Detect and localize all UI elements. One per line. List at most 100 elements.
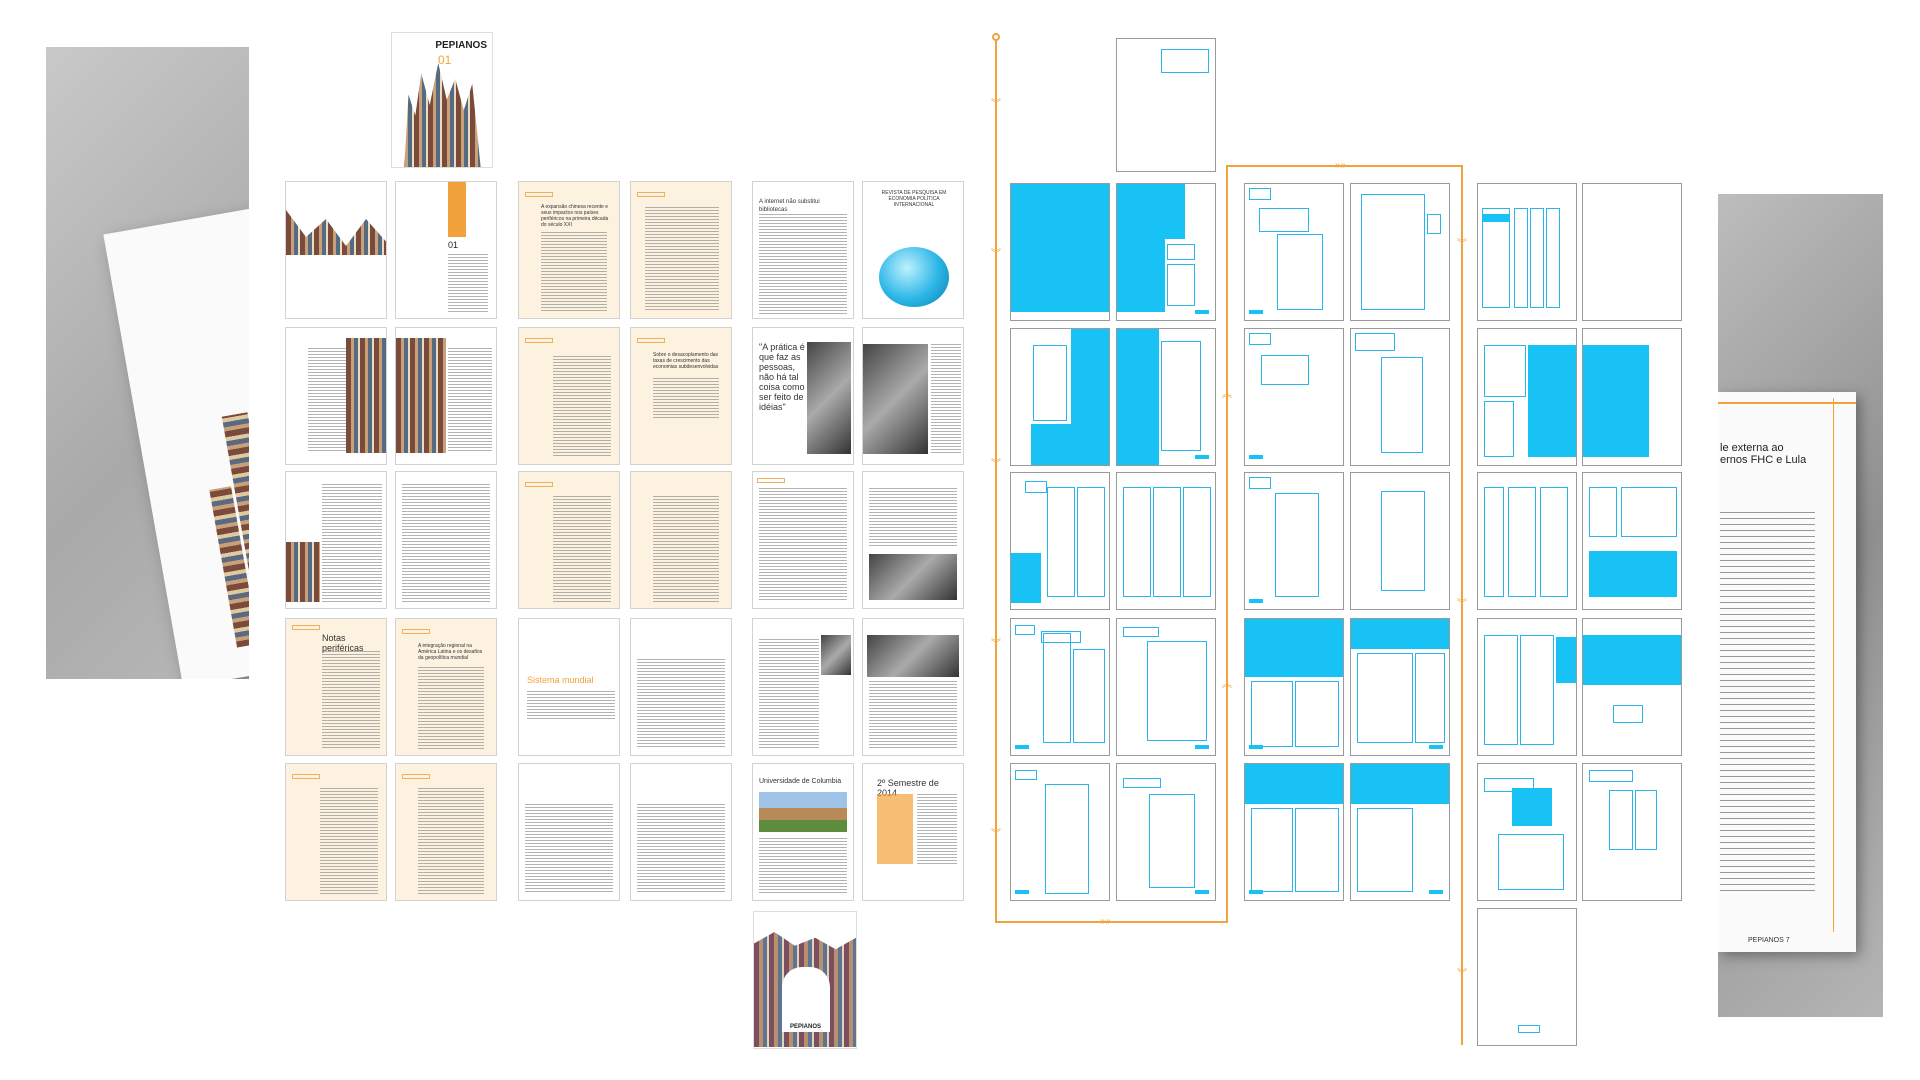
page-thumb[interactable] [395, 763, 497, 901]
text-box [1381, 357, 1423, 453]
wireframe-page[interactable] [1244, 328, 1344, 466]
text-box [1123, 487, 1151, 597]
flow-line [1226, 165, 1462, 167]
page-thumb[interactable] [752, 471, 854, 609]
section-tag [402, 774, 430, 779]
page-thumb[interactable] [518, 471, 620, 609]
wireframe-back-cover[interactable] [1477, 908, 1577, 1046]
wireframe-page[interactable] [1010, 763, 1110, 901]
page-thumb[interactable]: A expansão chinesa recente e seus impact… [518, 181, 620, 319]
tag-box [1123, 627, 1159, 637]
page-thumb[interactable]: A internet não substitui bibliotecas [752, 181, 854, 319]
text-block [541, 232, 607, 312]
page-thumb[interactable] [752, 618, 854, 756]
wireframe-page[interactable] [1010, 183, 1110, 321]
wireframe-page[interactable] [1350, 328, 1450, 466]
wireframe-page[interactable] [1477, 472, 1577, 610]
cover-title: PEPIANOS [435, 40, 487, 51]
tag-box [1015, 625, 1035, 635]
section-tag [292, 625, 320, 630]
image-block [1165, 184, 1185, 239]
footer-mark [1195, 455, 1209, 459]
group-photo [867, 635, 959, 677]
wireframe-page[interactable] [1350, 183, 1450, 321]
wireframe-page[interactable] [1582, 618, 1682, 756]
page-thumb[interactable]: REVISTA DE PESQUISA EM ECONOMIA POLÍTICA… [862, 181, 964, 319]
page-thumb[interactable] [285, 327, 387, 465]
globe-image [879, 247, 949, 307]
page-thumb[interactable] [518, 327, 620, 465]
wireframe-page[interactable] [1116, 472, 1216, 610]
pull-quote: "A prática é que faz as pessoas, não há … [759, 342, 805, 412]
wireframe-page[interactable] [1244, 183, 1344, 321]
wireframe-page[interactable] [1116, 328, 1216, 466]
page-thumb[interactable] [630, 471, 732, 609]
image-block [1117, 329, 1159, 465]
text-block [418, 667, 484, 749]
wireframe-page[interactable] [1116, 618, 1216, 756]
page-thumb[interactable] [285, 763, 387, 901]
wireframe-page[interactable] [1582, 472, 1682, 610]
page-thumb[interactable] [395, 327, 497, 465]
footer-mark [1195, 890, 1209, 894]
wireframe-page[interactable] [1477, 763, 1577, 901]
wireframe-page[interactable] [1477, 328, 1577, 466]
page-thumb[interactable] [285, 181, 387, 319]
page-thumb[interactable]: Sobre o desacoplamento das taxas de cres… [630, 327, 732, 465]
text-block [525, 804, 613, 894]
page-thumb[interactable]: "A prática é que faz as pessoas, não há … [752, 327, 854, 465]
article-title: Sobre o desacoplamento das taxas de cres… [653, 352, 719, 370]
wireframe-page[interactable] [1010, 472, 1110, 610]
page-thumb[interactable]: 2º Semestre de 2014 [862, 763, 964, 901]
page-thumb[interactable] [285, 471, 387, 609]
article-title: A expansão chinesa recente e seus impact… [541, 204, 609, 228]
image-block [1583, 345, 1649, 457]
wireframe-page[interactable] [1477, 618, 1577, 756]
text-box [1484, 401, 1514, 457]
page-thumb[interactable]: 01 [395, 181, 497, 319]
page-thumb[interactable] [630, 181, 732, 319]
wireframe-page[interactable] [1116, 763, 1216, 901]
page-illustration [396, 338, 446, 453]
page-thumb[interactable]: Sistema mundial [518, 618, 620, 756]
page-thumb[interactable]: Universidade de Columbia [752, 763, 854, 901]
wireframe-page[interactable] [1116, 183, 1216, 321]
text-box [1415, 653, 1445, 743]
wireframe-page[interactable] [1244, 618, 1344, 756]
page-thumb[interactable] [395, 471, 497, 609]
footer-mark [1249, 455, 1263, 459]
wireframe-page[interactable] [1350, 618, 1450, 756]
wireframe-cover[interactable] [1116, 38, 1216, 172]
wireframe-page[interactable] [1582, 183, 1682, 321]
page-thumb[interactable] [862, 471, 964, 609]
page-thumb[interactable] [518, 763, 620, 901]
section-tag [637, 338, 665, 343]
text-block [418, 788, 484, 894]
flow-line [995, 921, 1227, 923]
wireframe-page[interactable] [1010, 328, 1110, 466]
page-thumb[interactable]: A integração regional na América Latina … [395, 618, 497, 756]
tag-box [1015, 770, 1037, 780]
image-block [1245, 619, 1343, 677]
magazine-cover-thumb[interactable]: PEPIANOS 01 [391, 32, 493, 168]
page-thumb[interactable] [862, 618, 964, 756]
text-block [448, 254, 488, 314]
magazine-back-cover[interactable]: PEPIANOS [753, 911, 857, 1049]
page-thumb[interactable] [630, 618, 732, 756]
wireframe-page[interactable] [1244, 472, 1344, 610]
page-thumb[interactable]: Notas periféricas [285, 618, 387, 756]
wireframe-page[interactable] [1582, 328, 1682, 466]
wireframe-page[interactable] [1350, 472, 1450, 610]
wireframe-page[interactable] [1244, 763, 1344, 901]
image-block [1589, 551, 1677, 597]
article-title: Notas periféricas [322, 633, 364, 653]
wireframe-page[interactable] [1477, 183, 1577, 321]
section-tag [402, 629, 430, 634]
page-thumb[interactable] [862, 327, 964, 465]
wireframe-page[interactable] [1010, 618, 1110, 756]
wireframe-page[interactable] [1350, 763, 1450, 901]
flow-arrow-icon: ︾ [991, 459, 1001, 470]
wireframe-page[interactable] [1582, 763, 1682, 901]
text-box [1508, 487, 1536, 597]
page-thumb[interactable] [630, 763, 732, 901]
